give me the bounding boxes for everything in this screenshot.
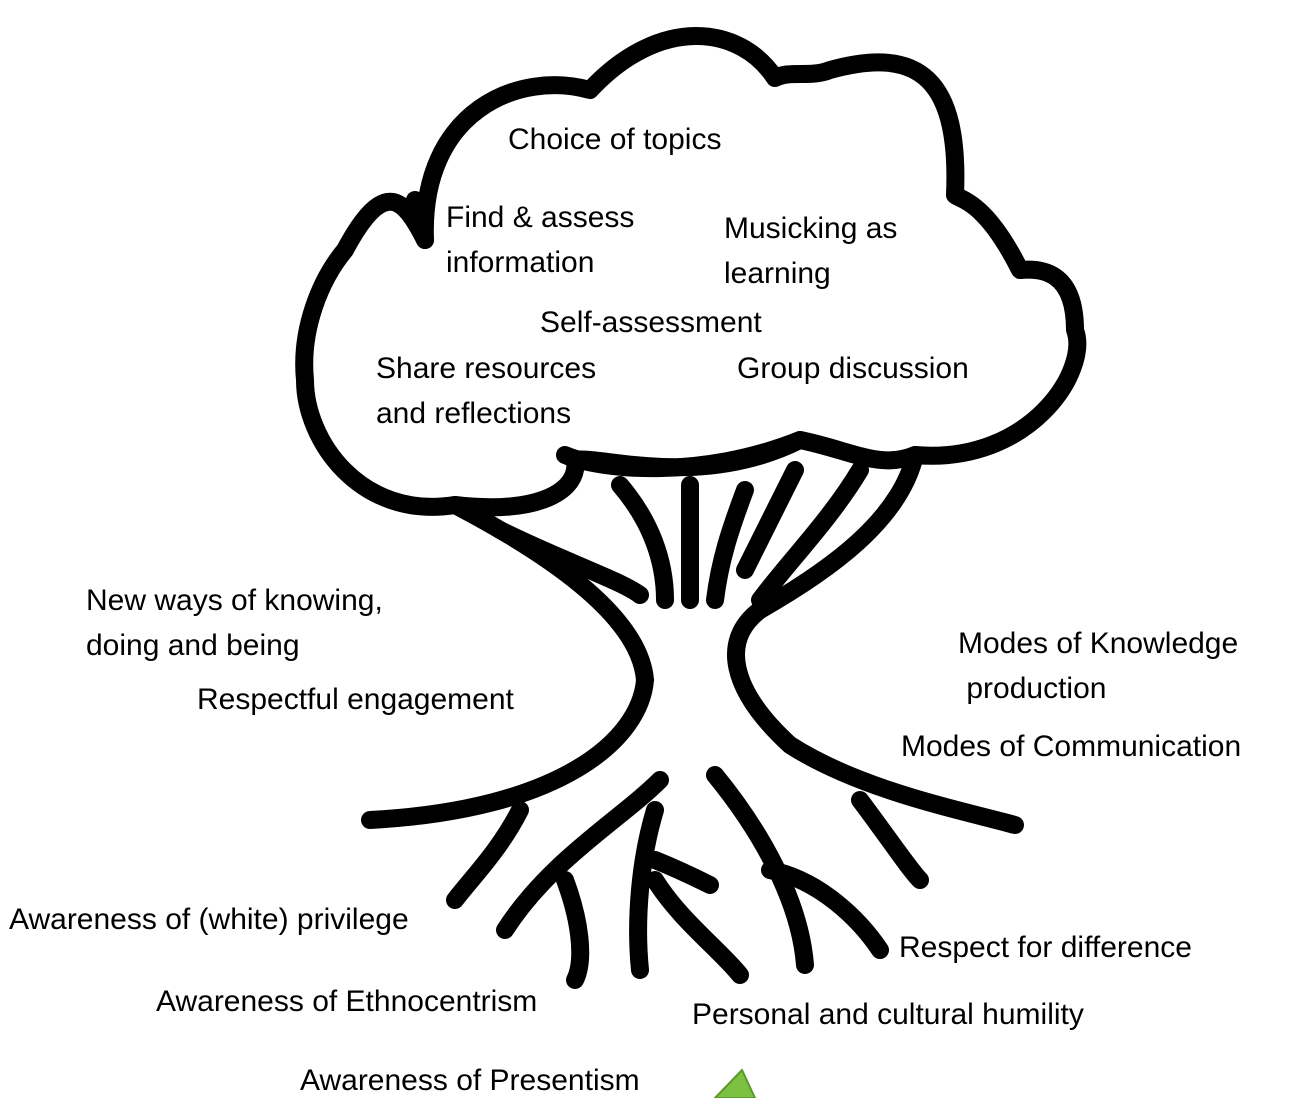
branch-5 <box>736 461 804 579</box>
label-cultural-humility: Personal and cultural humility <box>692 998 1084 1031</box>
root-left-small <box>446 801 529 909</box>
label-self-assessment: Self-assessment <box>540 306 762 339</box>
label-presentism: Awareness of Presentism <box>300 1064 640 1097</box>
root-center-a <box>629 801 664 979</box>
label-ethnocentrism: Awareness of Ethnocentrism <box>156 985 538 1018</box>
trunk-left-edge <box>361 496 654 829</box>
label-new-ways-line2: doing and being <box>86 629 300 662</box>
label-white-privilege: Awareness of (white) privilege <box>9 903 409 936</box>
canopy-outline <box>295 27 1087 517</box>
label-respect-for-difference: Respect for difference <box>899 931 1192 964</box>
root-center-b <box>646 851 719 894</box>
green-arrow-tip <box>713 1068 757 1098</box>
label-find-assess-line2: information <box>446 246 595 279</box>
branch-4 <box>706 481 754 609</box>
label-modes-knowledge-line2: production <box>958 672 1107 705</box>
label-modes-of-knowledge: Modes of Knowledge production <box>958 621 1238 711</box>
label-respectful-engagement: Respectful engagement <box>197 683 514 716</box>
label-modes-of-communication: Modes of Communication <box>901 730 1242 763</box>
label-find-assess-line1: Find & assess <box>446 201 635 234</box>
label-share-resources-line2: and reflections <box>376 397 572 430</box>
canopy-curl-left <box>405 191 434 249</box>
branch-2 <box>611 476 674 609</box>
label-new-ways: New ways of knowing, doing and being <box>86 578 383 668</box>
root-center-c <box>646 871 749 984</box>
label-share-resources: Share resources and reflections <box>376 346 596 436</box>
trunk-right-edge <box>727 446 1024 834</box>
label-new-ways-line1: New ways of knowing, <box>86 584 383 617</box>
root-right-c <box>851 791 929 889</box>
label-find-assess-information: Find & assess information <box>446 195 634 285</box>
label-musicking-line2: learning <box>724 257 831 290</box>
label-musicking-as-learning: Musicking as learning <box>724 206 897 296</box>
branch-6 <box>751 461 869 609</box>
label-share-resources-line1: Share resources <box>376 352 597 385</box>
root-left-a <box>496 771 669 939</box>
canopy-curl-bottom <box>556 431 809 478</box>
root-right-b <box>761 861 889 959</box>
root-left-b <box>556 871 590 989</box>
label-choice-of-topics: Choice of topics <box>508 123 722 156</box>
branch-1 <box>491 521 649 604</box>
label-musicking-line1: Musicking as <box>724 212 898 245</box>
label-modes-knowledge-line1: Modes of Knowledge <box>958 627 1239 660</box>
label-group-discussion: Group discussion <box>737 352 969 385</box>
